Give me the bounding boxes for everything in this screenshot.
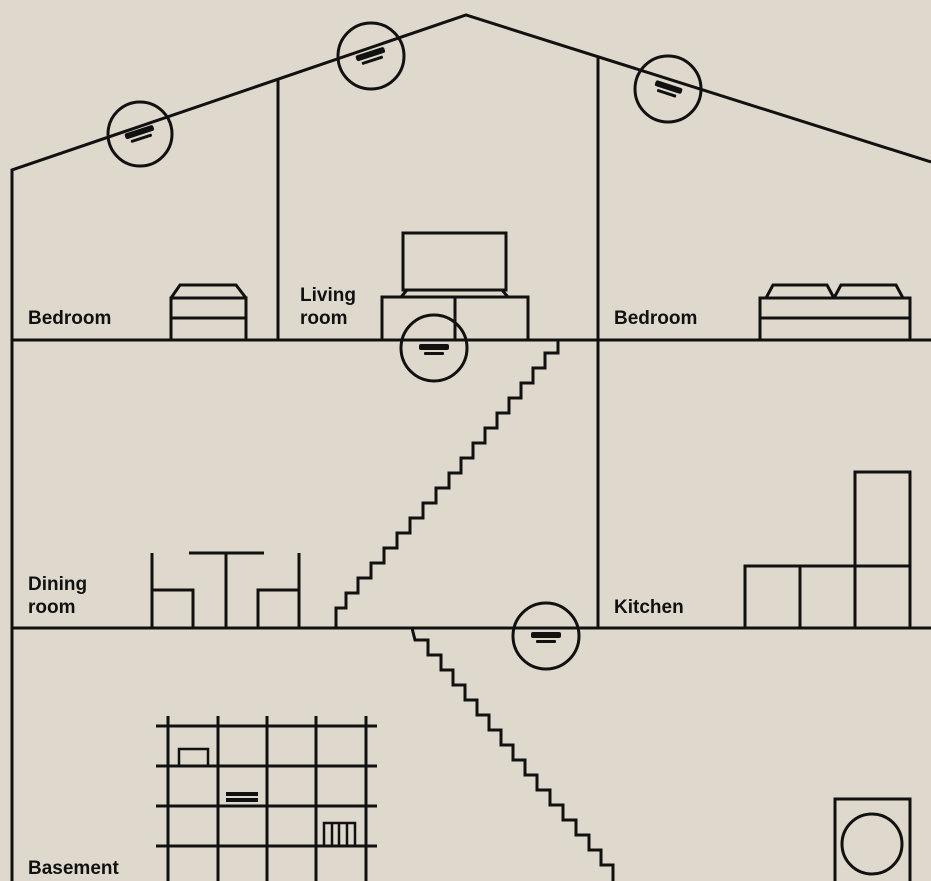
smoke-detector-icon: [633, 54, 703, 124]
smoke-detector-icon: [106, 100, 174, 168]
bed-icon: [169, 283, 248, 340]
kitchen-cabinet-icon: [743, 470, 912, 630]
smoke-detector-icon: [399, 313, 469, 383]
label-basement: Basement: [28, 858, 119, 879]
label-dining-room-line1: Dining: [28, 574, 87, 595]
label-bedroom-right: Bedroom: [614, 308, 697, 329]
tv-icon: [380, 231, 530, 342]
smoke-detector-icon: [336, 21, 406, 91]
staircase-icon: [410, 627, 615, 881]
staircase-icon: [334, 340, 560, 628]
label-bedroom-left: Bedroom: [28, 308, 111, 329]
bed-icon: [758, 283, 912, 342]
label-living-room-line1: Living: [300, 285, 356, 306]
dining-table-icon: [150, 551, 301, 628]
washing-machine-icon: [833, 797, 912, 881]
label-kitchen: Kitchen: [614, 597, 684, 618]
roof-line: [10, 13, 931, 881]
house-structure: [10, 13, 931, 881]
smoke-detector-icon: [511, 601, 581, 671]
label-dining-room-line2: room: [28, 597, 76, 618]
shelf-icon: [156, 716, 377, 881]
label-living-room-line2: room: [300, 308, 348, 329]
